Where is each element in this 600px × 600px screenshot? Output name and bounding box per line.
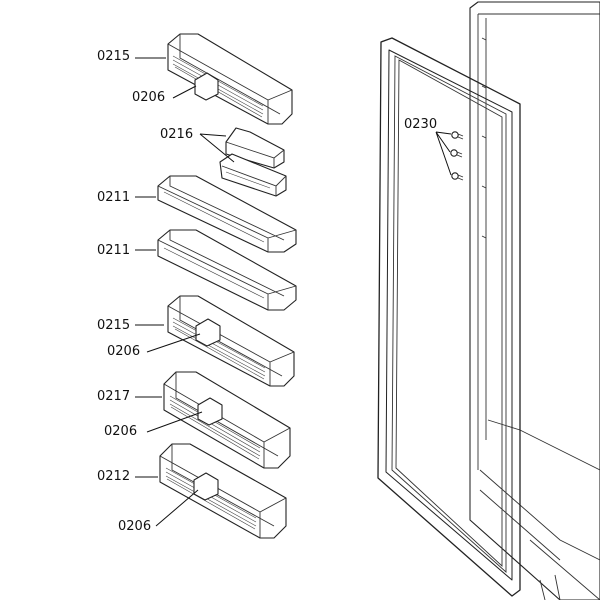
- screw-1: [451, 131, 464, 140]
- label-0212: 0212: [97, 469, 131, 484]
- label-0230: 0230: [404, 117, 438, 132]
- door-shelf-0211-b: [157, 229, 297, 311]
- door-bin-0217: [163, 371, 291, 469]
- door-shelf-0211-a: [157, 175, 297, 253]
- cabinet: [469, 1, 600, 600]
- screw-set: [450, 131, 464, 181]
- label-0211-first: 0211: [97, 190, 131, 205]
- label-0211-second: 0211: [97, 243, 131, 258]
- door-bin-0216: [219, 127, 287, 197]
- screw-3: [451, 172, 464, 181]
- hinge-marks: [481, 37, 487, 239]
- door-bin-0215-top: [167, 33, 293, 125]
- leader-lines: [135, 57, 452, 527]
- label-0206-bottom: 0206: [118, 519, 152, 534]
- label-0215-middle: 0215: [97, 318, 131, 333]
- door-gasket: [377, 37, 521, 597]
- door-bin-0215-middle: [167, 295, 295, 387]
- label-0216: 0216: [160, 127, 194, 142]
- label-0217: 0217: [97, 389, 131, 404]
- screw-2: [450, 149, 463, 158]
- door-bin-0212: [159, 443, 287, 539]
- label-0206-middle: 0206: [107, 344, 141, 359]
- label-0206-lower: 0206: [104, 424, 138, 439]
- label-0215-top: 0215: [97, 49, 131, 64]
- label-0206-top: 0206: [132, 90, 166, 105]
